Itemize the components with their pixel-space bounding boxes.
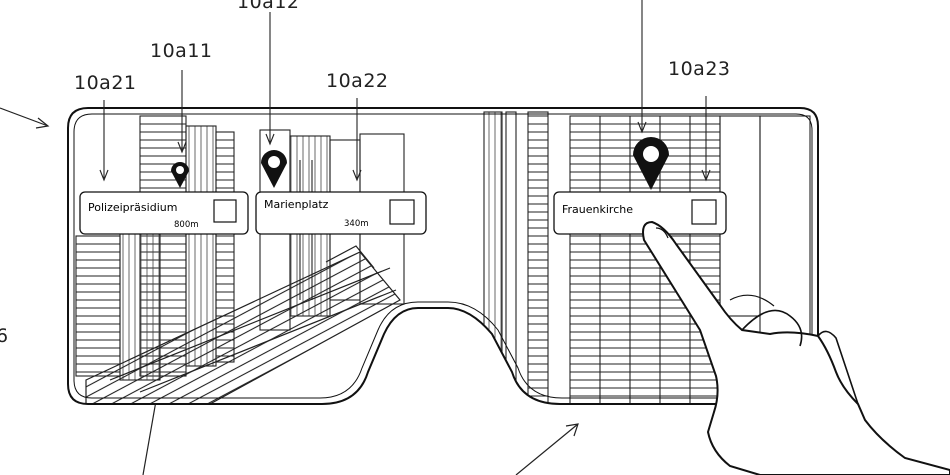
poi-distance: 800m: [174, 220, 199, 230]
center-buildings: [483, 111, 549, 404]
poi-distance: 340m: [344, 219, 369, 229]
ref-label-10a12: 10a12: [237, 0, 300, 13]
ref-label-10a11: 10a11: [150, 40, 213, 62]
side-ref-label: 6: [0, 325, 9, 347]
ref-label-10a22: 10a22: [326, 70, 389, 92]
location-pin-marienplatz: [261, 150, 287, 188]
ref-label-10a21: 10a21: [74, 72, 137, 94]
ref-label-10a23: 10a23: [668, 58, 731, 80]
poi-action-square[interactable]: [389, 199, 415, 225]
poi-action-square[interactable]: [213, 199, 237, 223]
poi-card-frauenkirche[interactable]: Frauenkirche: [553, 191, 727, 235]
poi-title: Frauenkirche: [562, 203, 633, 216]
poi-title: Polizeipräsidium: [88, 201, 177, 214]
location-pin-polizei: [171, 162, 189, 188]
leader-lines: [99, 0, 711, 182]
poi-title: Marienplatz: [264, 198, 329, 211]
outer-arrow-bottom-middle: [515, 423, 579, 475]
roof-structure: [85, 245, 401, 404]
poi-card-marienplatz[interactable]: Marienplatz 340m: [255, 191, 427, 235]
pointing-hand: [642, 220, 950, 475]
location-pin-frauenkirche: [633, 137, 669, 190]
poi-action-square[interactable]: [691, 199, 717, 225]
poi-card-polizeipraesidium[interactable]: Polizeipräsidium 800m: [79, 191, 249, 235]
outer-arrow-left: [0, 107, 50, 129]
